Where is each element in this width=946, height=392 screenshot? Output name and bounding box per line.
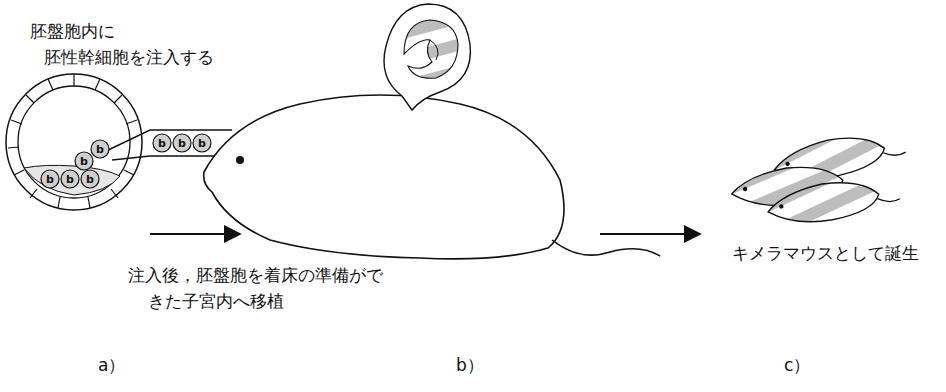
cell-letter: b bbox=[176, 138, 188, 149]
instruction-text: 胚盤胞内に 胚性幹細胞を注入する bbox=[30, 18, 224, 71]
result-text: キメラマウスとして誕生 bbox=[732, 240, 919, 266]
cell-letter: b bbox=[156, 138, 168, 149]
instruction-text: 注入後，胚盤胞を着床の準備ができた子宮内へ移植 bbox=[128, 262, 398, 315]
panel-letter: a） bbox=[98, 352, 125, 378]
cell-letter: b bbox=[78, 156, 90, 167]
es-cells bbox=[41, 134, 211, 188]
chimera-mice bbox=[729, 125, 907, 231]
process-arrow bbox=[150, 233, 240, 235]
mouse bbox=[204, 95, 660, 259]
blastocyst bbox=[6, 74, 142, 210]
cell-letter: b bbox=[44, 174, 56, 185]
cell-letter: b bbox=[196, 138, 208, 149]
injection-pipette bbox=[104, 130, 232, 160]
embryo-bubble bbox=[384, 4, 470, 110]
panel-letter: b） bbox=[456, 352, 484, 378]
cell-letter: b bbox=[84, 174, 96, 185]
panel-letter: c） bbox=[784, 352, 810, 378]
cell-letter: b bbox=[94, 144, 106, 155]
cell-letter: b bbox=[64, 174, 76, 185]
process-arrow bbox=[600, 233, 700, 235]
